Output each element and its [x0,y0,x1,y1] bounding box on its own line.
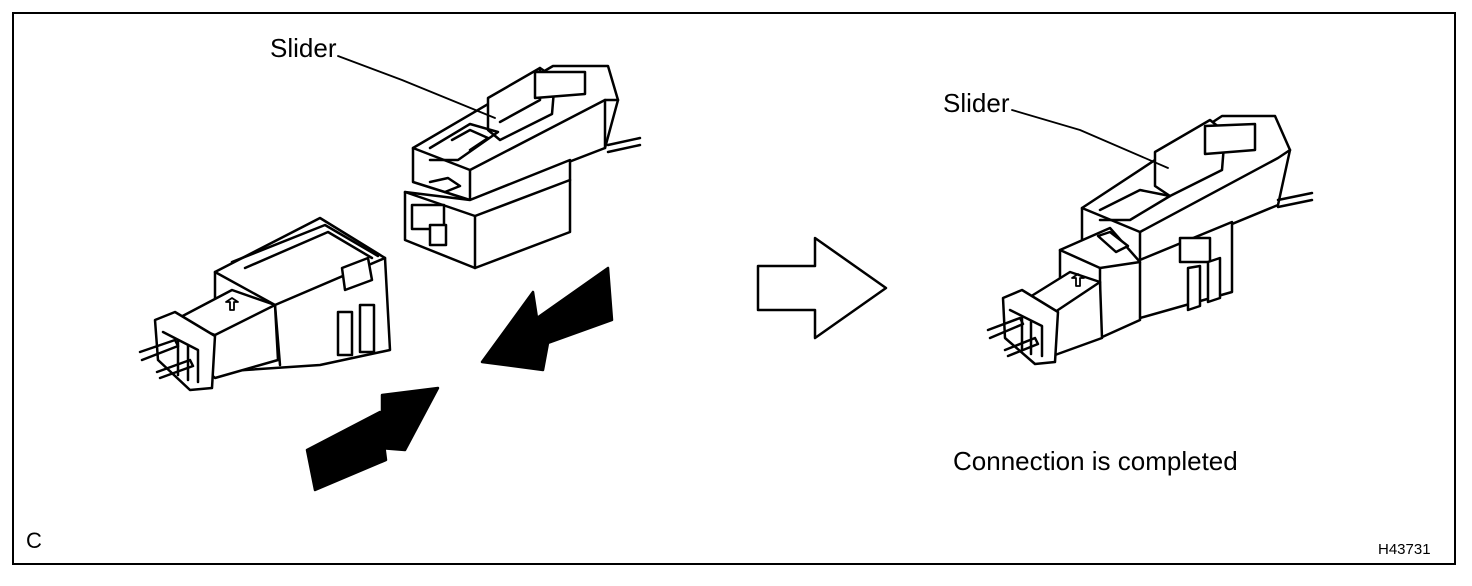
connection-caption: Connection is completed [953,446,1238,476]
slider-label-right: Slider [943,88,1010,118]
corner-letter: C [26,528,42,553]
push-arrow-upper [480,266,614,372]
male-connector [138,216,392,392]
slider-leader-left [337,55,496,119]
figure-id: H43731 [1378,541,1431,558]
slider-label-left: Slider [270,33,337,63]
push-arrow-lower [305,386,440,492]
result-arrow [756,236,888,340]
mated-connector [986,114,1314,366]
figure-border [12,12,1456,565]
female-connector-with-slider [403,64,642,270]
slider-leader-right [1011,109,1169,169]
